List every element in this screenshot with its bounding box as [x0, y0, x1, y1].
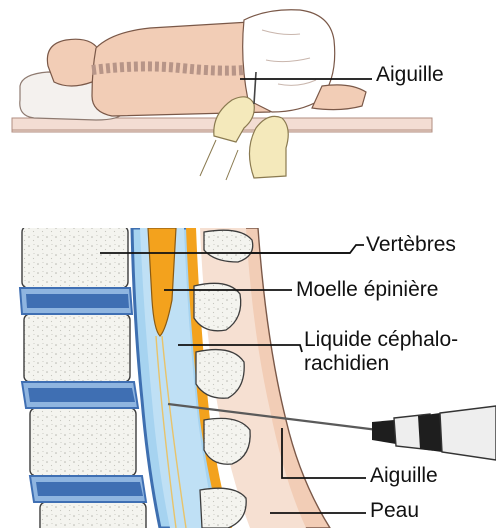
label-bottom-needle: Aiguille — [370, 465, 438, 487]
vertebra-body — [22, 226, 128, 288]
spine-section — [20, 226, 330, 528]
label-vertebrae: Vertèbres — [366, 234, 456, 256]
vertebra-body — [24, 314, 130, 382]
label-top-needle: Aiguille — [376, 64, 444, 86]
label-skin: Peau — [370, 500, 419, 522]
vertebra-body — [40, 502, 146, 528]
label-spinal-cord: Moelle épinière — [296, 279, 438, 301]
label-csf-line1: Liquide céphalo- — [304, 329, 458, 351]
spinous-process — [196, 350, 244, 399]
patient-scene — [12, 10, 432, 180]
label-csf-line2: rachidien — [304, 353, 389, 375]
vertebra-body — [30, 408, 136, 476]
spinous-process — [200, 488, 246, 528]
